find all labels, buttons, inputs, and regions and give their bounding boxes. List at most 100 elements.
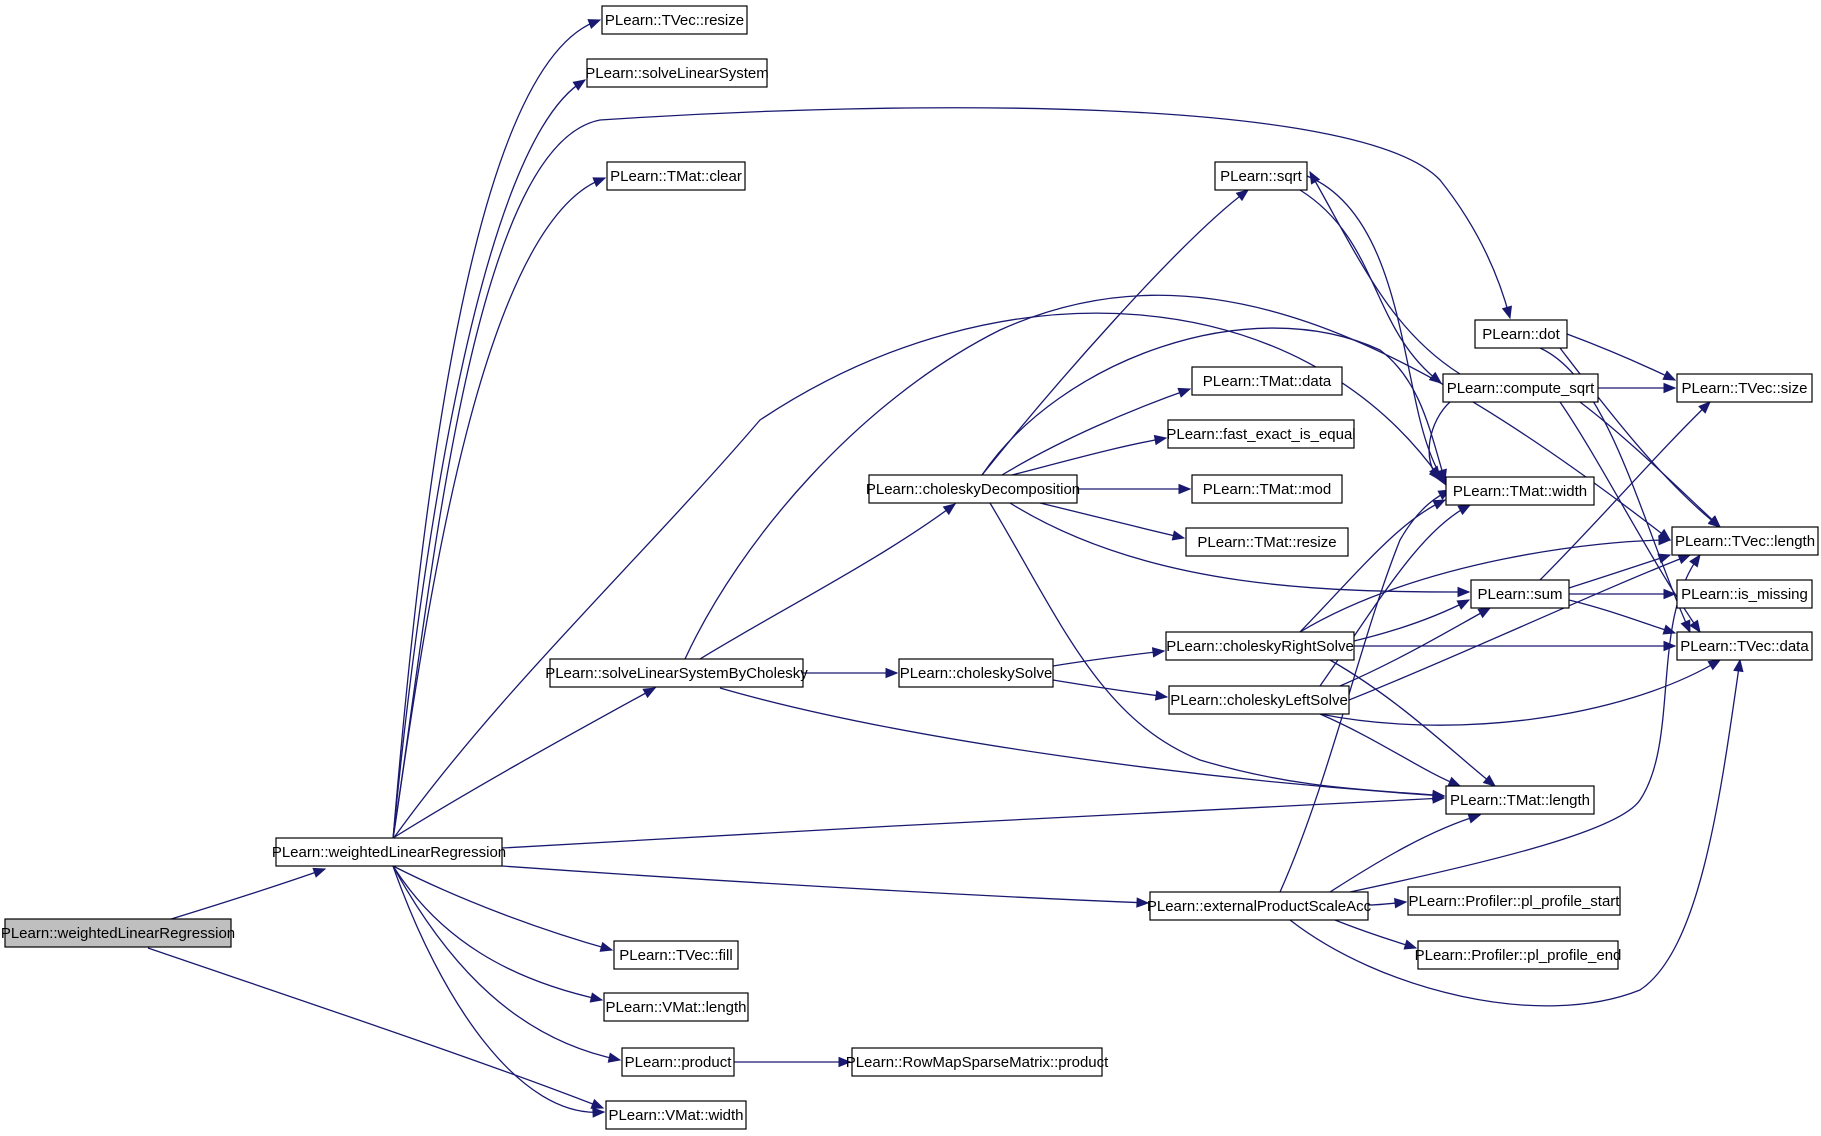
edge-computesqrt-tmatwidth-line (1428, 401, 1451, 481)
node-fast-exact[interactable]: PLearn::fast_exact_is_equal (1166, 419, 1356, 449)
edge-extprod-profend-arrowhead (1403, 939, 1418, 950)
node-box (606, 161, 746, 191)
edge-cholright-tmatlength-arrowhead (1482, 774, 1497, 787)
edge-wlr-solvelinsys (392, 79, 587, 840)
node-label: PLearn::TVec::length (1675, 533, 1815, 550)
node-solve-linsys[interactable]: PLearn::solveLinearSystem (585, 58, 769, 88)
node-label: PLearn::TVec::fill (619, 947, 732, 964)
node-box (1442, 373, 1599, 403)
node-box (605, 1100, 747, 1130)
edge-product-rowmap-arrowhead (838, 1056, 852, 1068)
edge-choldecomp-tmatlength-line (989, 502, 1445, 797)
node-label: PLearn::TVec::data (1680, 638, 1809, 655)
node-tmat-data[interactable]: PLearn::TMat::data (1191, 366, 1343, 396)
node-prof-start[interactable]: PLearn::Profiler::pl_profile_start (1407, 886, 1621, 916)
node-label: PLearn::TMat::resize (1197, 534, 1336, 551)
node-label: PLearn::choleskyLeftSolve (1170, 692, 1348, 709)
edge-sum-ismissing (1569, 588, 1677, 600)
edge-choldecomp-tmatresize-arrowhead (1171, 530, 1186, 541)
node-chol-right[interactable]: PLearn::choleskyRightSolve (1165, 631, 1355, 661)
node-prof-end[interactable]: PLearn::Profiler::pl_profile_end (1415, 940, 1622, 970)
edge-wlr-tmatwidth-line (392, 312, 1441, 840)
edge-cholsolve-cholright (1052, 647, 1166, 667)
edge-solvechol-cholsolve (803, 667, 899, 679)
node-tmat-width[interactable]: PLearn::TMat::width (1445, 476, 1595, 506)
edge-sum-tvecsize-line (1539, 401, 1711, 581)
node-label: PLearn::choleskySolve (900, 665, 1053, 682)
edge-computesqrt-tvecsize-arrowhead (1663, 382, 1677, 394)
node-tvec-fill[interactable]: PLearn::TVec::fill (613, 940, 739, 970)
node-compute-sqrt[interactable]: PLearn::compute_sqrt (1442, 373, 1599, 403)
edge-wlr-tmatclear-line (392, 177, 606, 840)
node-label: PLearn::Profiler::pl_profile_start (1409, 893, 1621, 910)
node-tmat-resize[interactable]: PLearn::TMat::resize (1185, 527, 1349, 557)
node-chol-left[interactable]: PLearn::choleskyLeftSolve (1168, 685, 1350, 715)
edge-choldecomp-tmatdata (1001, 387, 1192, 476)
graph-edges (147, 19, 1744, 1118)
node-root[interactable]: PLearn::weightedLinearRegression (1, 918, 235, 948)
node-label: PLearn::weightedLinearRegression (1, 925, 235, 942)
edge-wlr-dot-line (392, 107, 1511, 840)
node-box (1671, 526, 1819, 556)
edge-wlr-vmatwidth-line (392, 865, 605, 1113)
node-vmat-length[interactable]: PLearn::VMat::length (603, 992, 749, 1022)
edge-extprod-tveclength-line (1349, 554, 1701, 893)
node-tvec-length[interactable]: PLearn::TVec::length (1671, 526, 1819, 556)
edge-cholright-tveclength-arrowhead (1658, 534, 1672, 546)
node-solve-chol[interactable]: PLearn::solveLinearSystemByCholesky (545, 658, 808, 688)
node-product[interactable]: PLearn::product (621, 1047, 735, 1077)
edge-cholleft-tveclength (1348, 554, 1692, 701)
node-label: PLearn::compute_sqrt (1447, 380, 1595, 397)
graph-nodes: PLearn::weightedLinearRegressionPLearn::… (1, 5, 1819, 1130)
node-sqrt[interactable]: PLearn::sqrt (1214, 161, 1308, 191)
edge-cholsolve-cholleft-line (1052, 679, 1168, 698)
edge-wlr-tvecresize-arrowhead (587, 19, 602, 29)
node-vmat-width[interactable]: PLearn::VMat::width (605, 1100, 747, 1130)
edge-extprod-tvecdata (1289, 658, 1744, 1007)
node-ext-prod[interactable]: PLearn::externalProductScaleAcc (1147, 891, 1372, 921)
node-box (1676, 579, 1813, 609)
edge-choldecomp-tmatlength (989, 502, 1446, 801)
node-tmat-clear[interactable]: PLearn::TMat::clear (606, 161, 746, 191)
edge-choldecomp-fastexact-line (1011, 437, 1167, 476)
edge-sum-tvecdata-arrowhead (1662, 624, 1677, 635)
edge-wlr-solvelinsys-arrowhead (572, 79, 587, 91)
edge-cholright-tveclength-line (1299, 539, 1671, 633)
edge-cholsolve-cholright-arrowhead (1151, 647, 1166, 658)
edge-wlr-product (392, 865, 622, 1063)
edge-extprod-tvecdata-arrowhead (1733, 658, 1744, 673)
node-tmat-length[interactable]: PLearn::TMat::length (1445, 785, 1595, 815)
edge-extprod-tvecdata-line (1289, 659, 1741, 1007)
node-label: PLearn::RowMapSparseMatrix::product (846, 1054, 1109, 1071)
edge-dot-tvecsize (1566, 333, 1677, 381)
edge-sum-tvecsize (1539, 401, 1711, 581)
node-tmat-mod[interactable]: PLearn::TMat::mod (1191, 474, 1343, 504)
node-tvec-size[interactable]: PLearn::TVec::size (1676, 373, 1813, 403)
node-dot[interactable]: PLearn::dot (1474, 319, 1568, 349)
edge-wlr-dot (392, 107, 1512, 840)
edge-extprod-tmatlength-arrowhead (1467, 813, 1482, 824)
node-wlr[interactable]: PLearn::weightedLinearRegression (272, 837, 506, 867)
edge-choldecomp-tmatdata-arrowhead (1177, 387, 1192, 398)
node-label: PLearn::TMat::mod (1203, 481, 1331, 498)
node-box (621, 1047, 735, 1077)
node-box (1676, 631, 1813, 661)
node-tvec-data[interactable]: PLearn::TVec::data (1676, 631, 1813, 661)
node-box (1191, 474, 1343, 504)
edge-cholleft-tvecdata (1319, 659, 1722, 726)
edge-sqrt-computesqrt-arrowhead (1428, 371, 1443, 384)
node-chol-solve[interactable]: PLearn::choleskySolve (898, 658, 1054, 688)
node-chol-decomp[interactable]: PLearn::choleskyDecomposition (866, 474, 1080, 504)
node-tvec-resize[interactable]: PLearn::TVec::resize (601, 5, 748, 35)
edge-wlr-tmatlength-line (501, 797, 1445, 849)
edge-root-wlr (167, 867, 327, 921)
edge-wlr-vmatwidth (392, 865, 606, 1118)
node-is-missing[interactable]: PLearn::is_missing (1676, 579, 1813, 609)
edge-choldecomp-tmatwidth-line (981, 327, 1446, 482)
edge-computesqrt-tveclength-arrowhead (1708, 515, 1721, 528)
node-box (868, 474, 1078, 504)
edge-computesqrt-tveclength-line (1579, 401, 1721, 528)
node-rowmap-product[interactable]: PLearn::RowMapSparseMatrix::product (846, 1047, 1109, 1077)
edge-extprod-profend-line (1334, 919, 1417, 949)
node-sum[interactable]: PLearn::sum (1470, 579, 1570, 609)
